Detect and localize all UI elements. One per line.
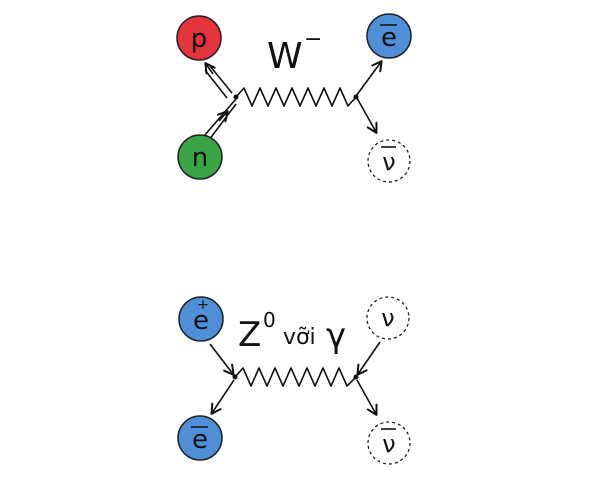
- antineutrino-line: [356, 97, 378, 134]
- neutrino-line: [356, 341, 381, 376]
- svg-text:e: e: [193, 306, 209, 336]
- svg-text:ν: ν: [382, 148, 395, 176]
- w-boson-charge: −: [304, 27, 322, 52]
- diagram-bottom: Z 0 vỡi γ e + e ν ν: [177, 296, 411, 465]
- positron-charge: +: [197, 297, 209, 313]
- proton-particle: p: [176, 15, 222, 61]
- neutron-particle: n: [177, 134, 223, 180]
- z-boson-line: [234, 367, 357, 387]
- positron-particle: e +: [178, 296, 224, 342]
- antineutrino-line: [356, 379, 378, 416]
- svg-text:ν: ν: [381, 304, 394, 332]
- nucleon-line: [203, 62, 237, 141]
- svg-text:e: e: [192, 425, 208, 455]
- svg-text:ν: ν: [382, 430, 395, 458]
- z-boson-superscript: 0: [263, 308, 276, 332]
- electron-line: [210, 379, 235, 415]
- svg-text:e: e: [381, 23, 397, 53]
- vertex-left: [232, 374, 238, 380]
- vertex-right: [353, 374, 359, 380]
- antineutrino-particle: ν: [367, 421, 411, 465]
- diagram-top: W − p n e ν: [176, 13, 412, 183]
- w-boson-line: [235, 87, 357, 107]
- positron-line: [209, 343, 235, 376]
- z-boson-label: Z: [238, 315, 261, 355]
- electron-particle: e: [366, 13, 412, 59]
- svg-text:n: n: [192, 143, 208, 173]
- z-or-gamma-text: vỡi: [283, 325, 316, 350]
- electron-particle: e: [177, 415, 223, 461]
- gamma-label: γ: [326, 316, 346, 356]
- svg-text:p: p: [191, 24, 208, 54]
- electron-line: [355, 60, 383, 97]
- w-boson-label: W: [267, 36, 303, 77]
- vertex-left: [233, 94, 239, 100]
- antineutrino-particle: ν: [367, 139, 411, 183]
- neutrino-particle: ν: [366, 296, 410, 340]
